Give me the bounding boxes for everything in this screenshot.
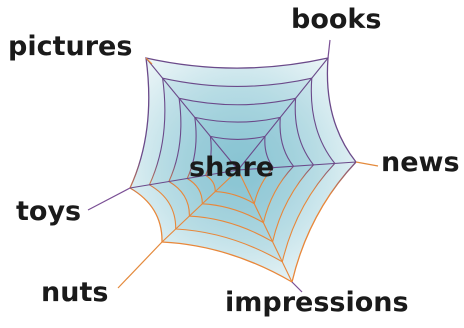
label-books: books bbox=[291, 6, 381, 33]
label-impressions: impressions bbox=[225, 289, 409, 316]
center-label: share bbox=[189, 154, 274, 181]
leader-line bbox=[118, 242, 162, 288]
label-nuts: nuts bbox=[41, 279, 108, 306]
label-news: news bbox=[381, 149, 460, 176]
leader-line bbox=[328, 40, 330, 58]
label-toys: toys bbox=[16, 198, 81, 225]
leader-line bbox=[356, 162, 378, 166]
label-pictures: pictures bbox=[8, 33, 132, 60]
leader-line bbox=[88, 188, 130, 210]
